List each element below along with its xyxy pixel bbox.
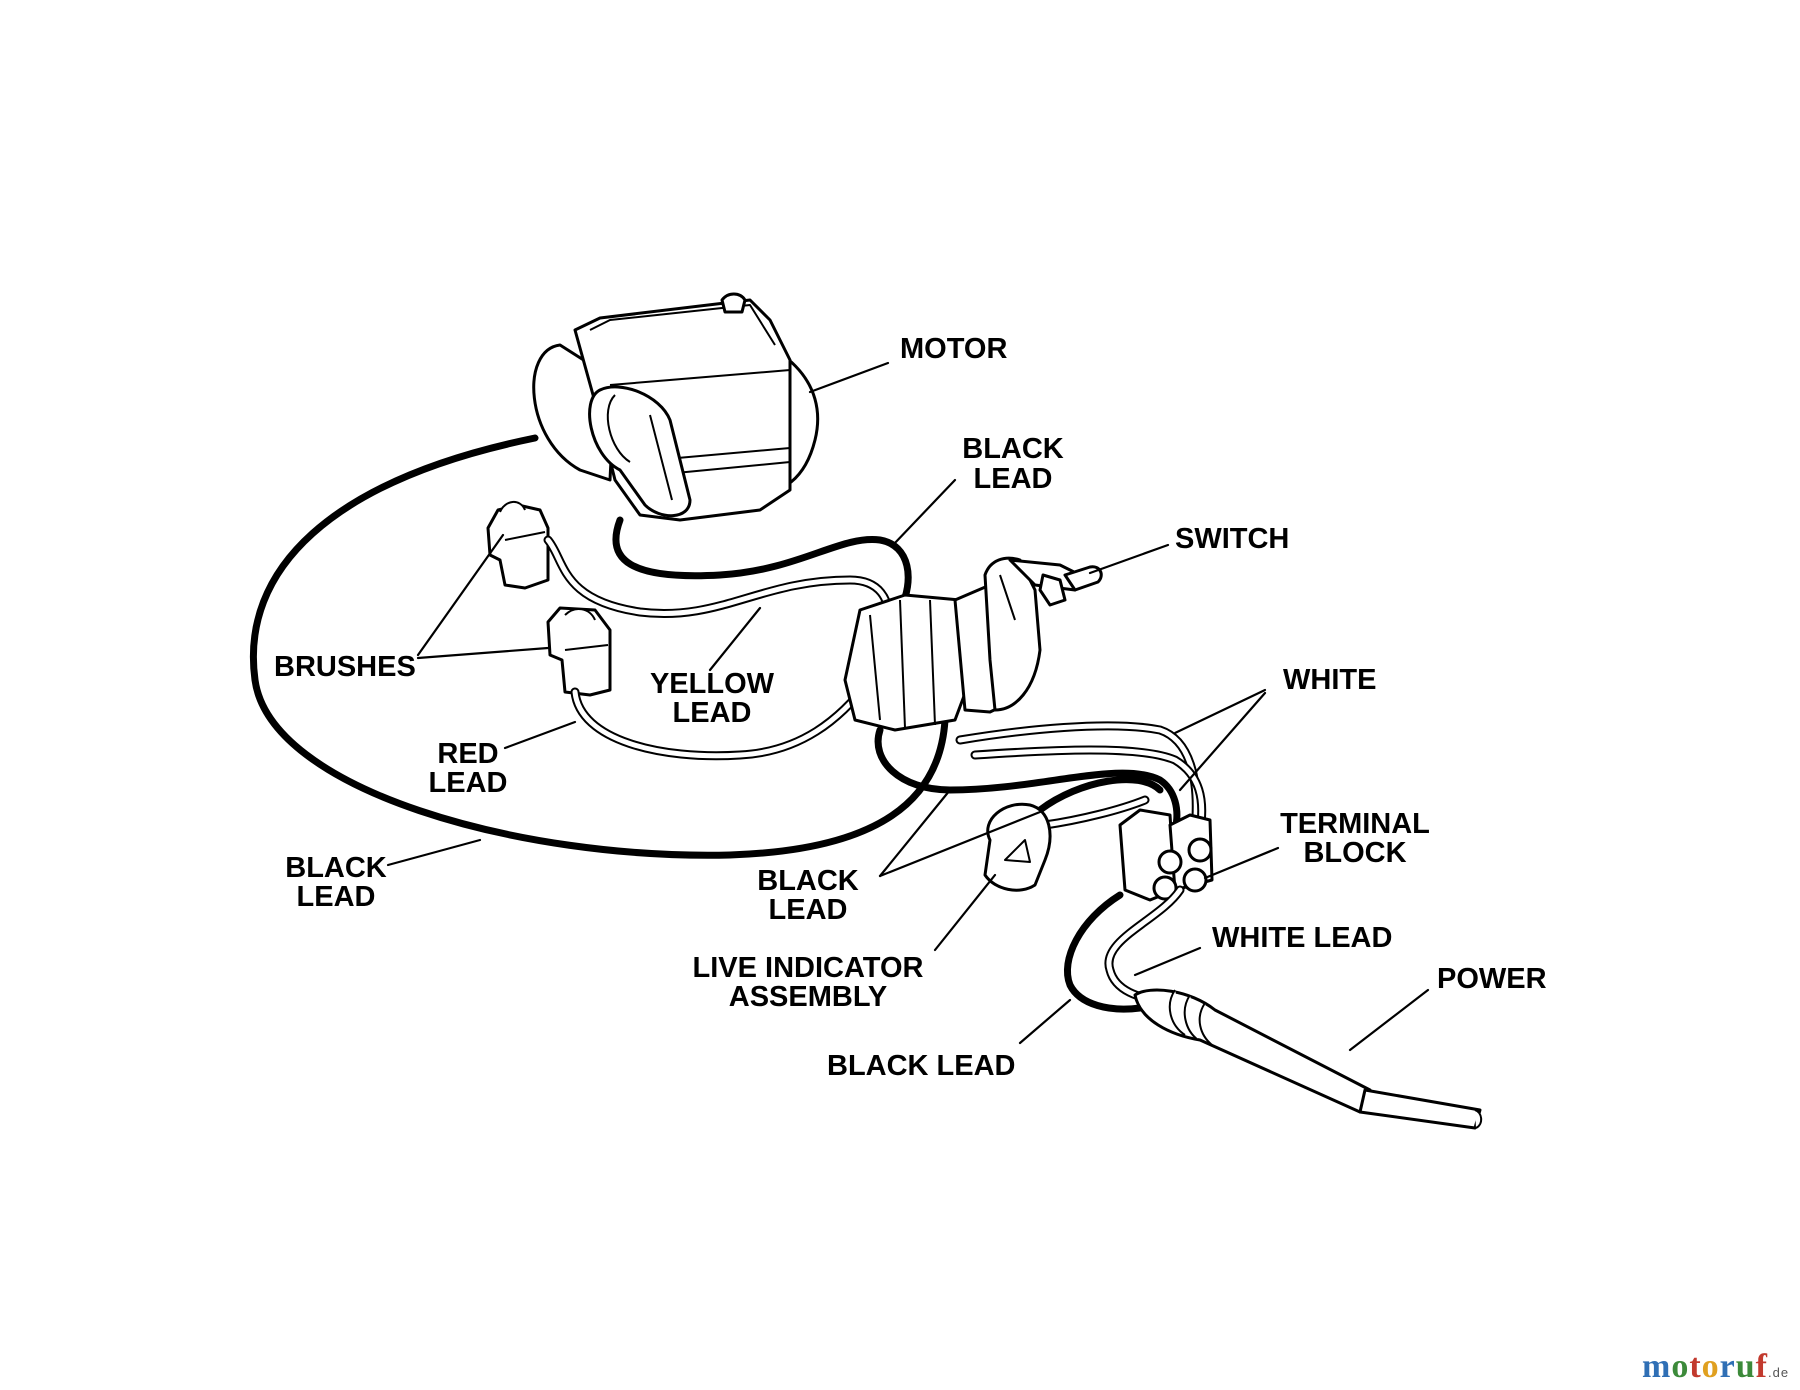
label-terminal-block-line2: BLOCK [1303,837,1406,869]
yellow-lead-leader [708,606,762,672]
black-lead-switch-wire [874,726,1181,834]
label-black-lead-top-line2: LEAD [974,463,1053,495]
power-leader [1348,988,1430,1052]
black-lead-mid-leader-2 [878,810,1042,878]
label-live-indicator-line1: LIVE INDICATOR [693,952,924,984]
label-black-lead-mid-line1: BLACK [757,865,859,897]
red-lead-leader [503,720,577,750]
black-lead-left-leader [386,838,482,867]
label-power: POWER [1437,963,1547,995]
label-black-lead-bottom: BLACK LEAD [827,1050,1016,1082]
label-white-lead: WHITE LEAD [1212,922,1392,954]
power-cord [1133,988,1483,1130]
black-lead-top-wire [612,516,912,614]
motor-leader [808,361,890,394]
brushes-leader-lower [416,646,550,660]
white-leader-2 [1178,691,1267,792]
label-terminal-block-line1: TERMINAL [1280,808,1430,840]
label-motor: MOTOR [900,333,1007,365]
terminal-block [1118,808,1214,902]
brushes-leader-upper [416,533,505,657]
brush-holder-upper [486,501,550,590]
watermark-logo: motoruf.de [1642,1348,1790,1385]
black-lead-cord-wire [1063,891,1144,1013]
label-black-lead-top-line1: BLACK [962,433,1064,465]
label-black-lead-mid-line2: LEAD [769,894,848,926]
label-brushes: BRUSHES [274,651,416,683]
white-leader-1 [1173,688,1267,735]
label-yellow-lead-line1: YELLOW [650,668,775,700]
switch-leader [1088,543,1170,575]
label-red-lead-line1: RED [437,738,498,770]
black-lead-top-leader [891,478,957,547]
black-lead-loop-wire [250,434,949,859]
terminal-block-leader [1203,846,1280,880]
label-switch: SWITCH [1175,523,1289,555]
live-indicator-assembly [983,802,1052,892]
live-indicator-leader [933,873,997,952]
label-black-lead-left-line2: LEAD [297,881,376,913]
label-white: WHITE [1283,664,1376,696]
black-lead-indicator-wire [1036,776,1164,814]
motor-field-coil [532,292,820,522]
brush-holder-lower [546,606,612,697]
black-lead-mid-leader-1 [878,788,952,878]
white-lead-leader [1133,946,1202,977]
switch-assembly [843,556,1103,732]
label-red-lead-line2: LEAD [429,767,508,799]
label-yellow-lead-line2: LEAD [673,697,752,729]
black-lead-bottom-leader [1018,998,1072,1045]
label-black-lead-left-line1: BLACK [285,852,387,884]
label-live-indicator-line2: ASSEMBLY [729,981,887,1013]
